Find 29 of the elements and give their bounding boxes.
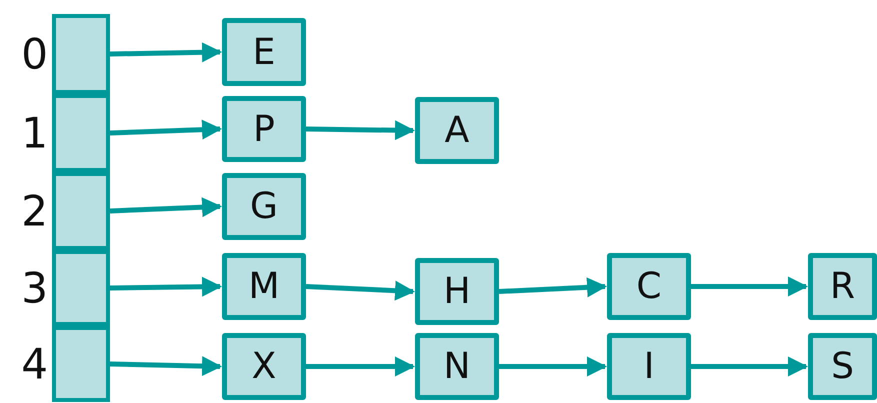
node-box: M [222, 253, 306, 320]
arrow [499, 356, 607, 376]
node-box: X [222, 333, 306, 400]
node-box: P [222, 96, 306, 162]
arrow [498, 277, 607, 298]
node-box: S [808, 333, 877, 400]
node-box: G [222, 173, 306, 240]
arrow [306, 120, 415, 140]
arrow [691, 356, 808, 376]
index-label: 1 [21, 108, 48, 158]
arrow [110, 356, 222, 376]
arrow [306, 356, 415, 376]
node-box: N [415, 333, 499, 400]
arrow [691, 276, 808, 296]
arrow [110, 197, 222, 218]
index-label: 0 [21, 30, 48, 78]
node-box: H [415, 258, 499, 325]
index-label: 2 [21, 186, 48, 236]
arrow [110, 42, 222, 62]
arrow [110, 276, 222, 297]
arrow [306, 280, 415, 301]
node-box: I [607, 333, 691, 400]
index-label: 3 [21, 264, 48, 312]
index-label: 4 [21, 340, 48, 388]
node-box: C [607, 253, 691, 320]
node-box: E [222, 18, 306, 86]
node-box: A [415, 97, 499, 164]
node-box: R [808, 253, 877, 320]
arrow [110, 120, 222, 140]
